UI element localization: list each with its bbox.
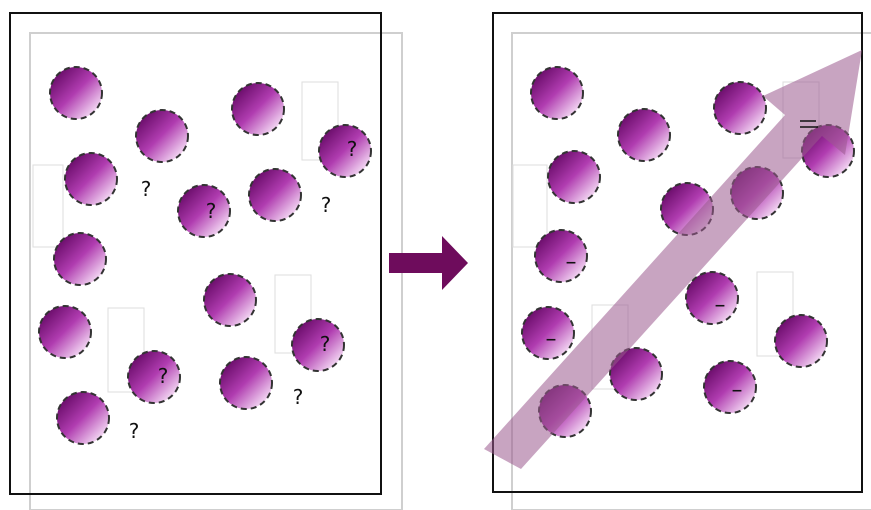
left-question-marks: ???????? xyxy=(129,137,358,443)
particle xyxy=(534,229,588,283)
particle xyxy=(291,318,345,372)
particle xyxy=(64,152,118,206)
left-panel: ???????? xyxy=(9,12,403,510)
particle xyxy=(56,391,110,445)
question-mark: ? xyxy=(206,199,217,223)
particle xyxy=(248,168,302,222)
particle xyxy=(177,184,231,238)
left-ghost-tab xyxy=(107,307,145,393)
diagonal-arrow-icon xyxy=(484,50,862,469)
dash-mark: – xyxy=(546,327,557,352)
particle xyxy=(547,150,601,204)
question-mark: ? xyxy=(158,364,169,388)
particle xyxy=(135,109,189,163)
particle xyxy=(219,356,273,410)
particle xyxy=(521,306,575,360)
dash-mark: – xyxy=(715,293,726,318)
left-particles xyxy=(38,66,372,445)
right-frame xyxy=(492,12,863,493)
dash-mark: – xyxy=(732,378,743,403)
question-mark: ? xyxy=(321,193,332,217)
right-dash-marks: – – – – xyxy=(546,250,743,403)
left-frame xyxy=(9,12,382,495)
particle xyxy=(685,271,739,325)
question-mark: ? xyxy=(141,177,152,201)
right-ghost-tab xyxy=(512,164,548,248)
right-ghost-tab xyxy=(756,271,794,357)
particle xyxy=(774,314,828,368)
particle xyxy=(703,360,757,414)
question-mark: ? xyxy=(320,332,331,356)
particle xyxy=(530,66,584,120)
dash-mark: – xyxy=(566,250,577,275)
right-ghost-frame xyxy=(511,32,871,510)
right-arrow-icon xyxy=(389,236,468,290)
question-mark: ? xyxy=(129,419,140,443)
question-mark: ? xyxy=(293,385,304,409)
particle xyxy=(231,82,285,136)
right-panel: – – – – xyxy=(484,12,871,510)
question-mark: ? xyxy=(347,137,358,161)
transition-arrow xyxy=(389,236,468,290)
particle xyxy=(38,305,92,359)
particle xyxy=(617,108,671,162)
particle xyxy=(49,66,103,120)
particle xyxy=(713,81,767,135)
particle xyxy=(318,124,372,178)
left-ghost-tab xyxy=(32,164,64,248)
particle xyxy=(203,273,257,327)
particle xyxy=(53,232,107,286)
particle xyxy=(127,350,181,404)
particle xyxy=(609,347,663,401)
